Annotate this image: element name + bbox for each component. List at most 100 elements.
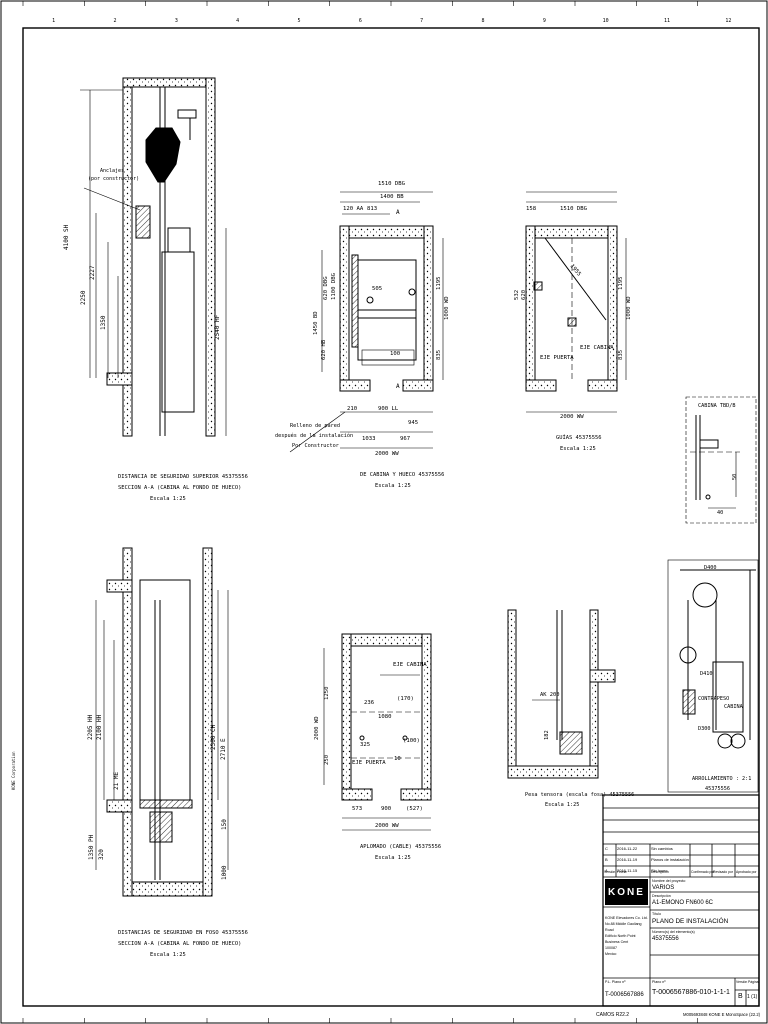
side-label: KONE Corporation: [11, 751, 16, 790]
element-number: 45375556: [652, 936, 679, 942]
revision-row: B 2016-11-19 Planos de instalación: [605, 857, 689, 862]
rev-date: 2016-11-22: [617, 846, 638, 851]
view-b-dim-3: 120 AA: [343, 206, 364, 212]
view-d-dim-1: 50: [732, 474, 738, 480]
revision-row: C 2016-11-22 Sin cambios: [605, 846, 673, 851]
view-b-caption-1: DE CABINA Y HUECO 45375556: [360, 472, 444, 478]
rev-letter: A: [605, 868, 608, 873]
view-b-dim-19: 1033: [362, 436, 375, 442]
view-e-dim-2: 2100 HH: [96, 714, 103, 740]
view-g-dim-2: 182: [544, 730, 550, 740]
view-b-dim-1: 1510 DBG: [378, 181, 406, 187]
view-c-dim-4: 532: [514, 290, 520, 300]
version-value: B: [738, 993, 743, 1000]
company-line: Mexico: [605, 952, 617, 956]
view-f-eje-cabina: EJE CABINA: [393, 662, 427, 668]
view-h-roping-diagram: [667, 559, 759, 793]
view-g-tension-weight: [507, 609, 616, 779]
view-a-dim-5: 2540 HF: [214, 314, 221, 340]
column-label: 8: [481, 18, 484, 24]
view-c-dim-3: 1955: [568, 263, 581, 277]
view-a-caption-3: Escala 1:25: [150, 496, 186, 502]
view-f-dim-7: (100): [403, 738, 420, 744]
view-f-dim-12: (527): [406, 806, 423, 812]
view-h-label-contrapeso: CONTRAPESO: [698, 696, 729, 702]
view-b-dim-17: 900 LL: [378, 406, 399, 412]
company-line: Edificio North Point Business Cent: [605, 934, 636, 944]
column-label: 6: [359, 18, 362, 24]
view-a-dim-3: 2250: [80, 290, 87, 305]
company-line: KONE Elevadores Co. Ltd.: [605, 916, 648, 920]
view-f-dim-5: 236: [364, 700, 374, 706]
view-e-dim-7: 150: [221, 819, 228, 830]
view-e-dim-3: 2300 CH: [210, 724, 217, 750]
view-f-dim-8: 325: [360, 742, 370, 748]
rev-header-cell: Revisado por: [713, 870, 733, 874]
view-b-dim-16: 210: [347, 406, 357, 412]
view-e-caption-3: Escala 1:25: [150, 952, 186, 958]
kone-logo-text: KONE: [608, 886, 645, 898]
view-b-caption-2: Escala 1:25: [375, 483, 411, 489]
view-c-dim-1: 158: [526, 206, 537, 212]
view-f-plumb-plan: [323, 633, 432, 831]
view-d-dim-2: 40: [717, 510, 723, 516]
view-e-dim-8: 1000: [221, 865, 228, 880]
drawing-title: PLANO DE INSTALACIÓN: [652, 918, 729, 925]
view-b-dim-4: 813: [367, 206, 377, 212]
view-a-caption-1: DISTANCIA DE SEGURIDAD SUPERIOR 45375556: [118, 474, 248, 480]
kone-logo: KONE: [605, 879, 648, 905]
view-a-dim-1: 4100 SH: [63, 224, 70, 250]
rev-header-cell: Confirmado por: [691, 870, 715, 874]
view-b-relleno-3: Por Constructor: [292, 443, 339, 449]
view-h-label-cabina: CABINA: [724, 704, 744, 710]
view-b-car-shaft-plan: [289, 191, 444, 453]
footer-right: M005693848 KONE E MonoSpace (22.2): [683, 1012, 761, 1017]
view-b-section-mark-2: A: [396, 383, 400, 390]
view-g-caption-2: Escala 1:25: [545, 802, 579, 808]
view-f-caption-2: Escala 1:25: [375, 855, 411, 861]
column-label: 4: [236, 18, 239, 24]
view-c-eje-puerta: EJE PUERTA: [540, 355, 574, 361]
view-c-guide-rails-plan: [525, 191, 627, 413]
view-f-dim-4: (170): [397, 696, 414, 702]
view-g-dim-1: AK 200: [540, 692, 559, 698]
view-f-dim-2: 1250: [324, 687, 330, 700]
view-e-caption-2: SECCION A-A (CABINA AL FONDO DE HUECO): [118, 941, 241, 947]
company-address: KONE Elevadores Co. Ltd. No.88 Middle Ga…: [605, 915, 650, 957]
rev-date: 2016-11-19: [617, 857, 638, 862]
view-g-caption-1: Pesa tensora (escala fosa) 45375556: [525, 792, 634, 798]
company-line: No.88 Middle Gaoliang Road: [605, 922, 642, 932]
column-label: 9: [543, 18, 546, 24]
version-label: Versión: [736, 980, 748, 984]
project-label: Nombre del proyecto: [652, 879, 686, 883]
column-label: 10: [603, 18, 609, 24]
plano-label-1: P.L. Plano nº: [605, 980, 626, 984]
view-h-label-d300: D300: [698, 726, 711, 732]
view-c-eje-cabina: EJE CABINA: [580, 345, 614, 351]
view-b-relleno-1: Relleno de pared: [290, 423, 340, 429]
view-b-dim-10: 1100 DBG: [331, 272, 337, 300]
column-label: 2: [113, 18, 116, 24]
rev-header-cell: Versión: [604, 870, 616, 874]
rev-header-cell: Descripción: [651, 870, 669, 874]
view-c-dim-8: 835: [618, 350, 624, 360]
footer-left: CAMOS R22.2: [596, 1012, 630, 1018]
view-a-callout-2: (por constructor): [88, 176, 139, 182]
revision-row: A 2016-11-15 Sin icono: [605, 868, 667, 873]
view-b-dim-8: 1450 BD: [313, 311, 319, 335]
element-number-label: Número(s) del elemento(s): [652, 930, 695, 934]
view-e-dim-9: 21 ME: [113, 772, 120, 790]
view-b-dim-21: 2000 WW: [375, 451, 399, 457]
view-c-dim-7: 1000 WD: [626, 296, 632, 320]
title-label: Título: [652, 912, 661, 916]
view-d-title: CABINA TBD/B: [698, 403, 735, 409]
view-e-caption-1: DISTANCIAS DE SEGURIDAD EN FOSO 45375556: [118, 930, 248, 936]
view-e-dim-5: 1350 PH: [88, 834, 95, 860]
view-b-dim-9: 620 DBG: [323, 276, 329, 300]
column-label: 11: [664, 18, 670, 24]
view-b-dim-11: 620 HB: [321, 339, 327, 360]
rev-letter: B: [605, 857, 608, 862]
view-b-section-mark-1: A: [396, 209, 400, 216]
view-c-dim-6: 1195: [618, 277, 624, 290]
